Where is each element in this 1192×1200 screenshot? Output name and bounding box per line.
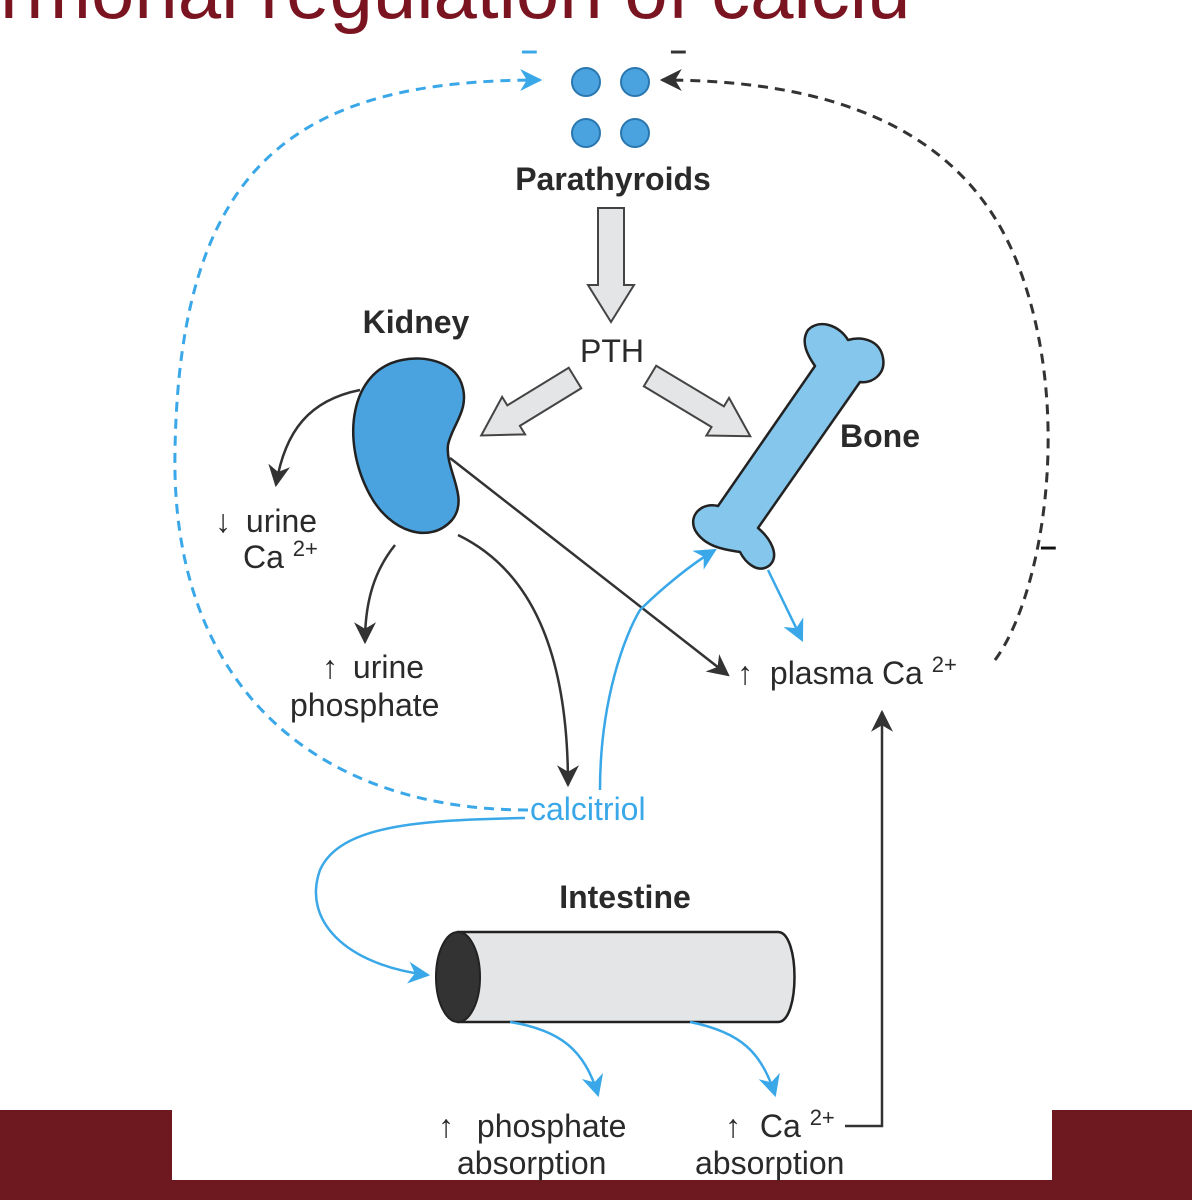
bone-label: Bone (840, 418, 920, 454)
parathyroids-label: Parathyroids (515, 161, 711, 197)
urine-phosphate-label: ↑ urine (322, 649, 424, 685)
feedback-right-minus: – (670, 34, 687, 67)
parathyroid-to-pth-arrow (586, 207, 636, 324)
pth-to-kidney-arrow (479, 366, 583, 437)
calcium-absorption-line1: ↑ Ca 2+ (725, 1105, 835, 1144)
urine-calcium-sup: 2+ (293, 536, 318, 561)
plasma-calcium-feedback-dashed-line (659, 69, 1050, 661)
phosphate-absorption-line1: ↑ phosphate (438, 1108, 626, 1144)
kidney-to-calcitriol-arrow (457, 533, 579, 788)
calcium-absorption-to-plasma-arrow (845, 709, 893, 1128)
urine-phosphate-arrow: ↑ (322, 649, 338, 685)
urine-calcium-arrow: ↓ (215, 503, 231, 539)
urine-phosphate-line1: urine (353, 649, 424, 685)
calcitriol-to-bone-arrow (598, 548, 717, 791)
plasma-calcium-text: plasma Ca (770, 655, 923, 691)
phosphate-absorption-arrow: ↑ (438, 1108, 454, 1144)
intestine-to-calcium-absorption-arrow (689, 1020, 780, 1098)
plasma-calcium-arrow: ↑ (737, 655, 753, 691)
plasma-calcium-sup: 2+ (932, 652, 957, 677)
pth-to-bone-arrow (642, 364, 752, 438)
calcium-absorption-base: Ca (760, 1108, 801, 1144)
phosphate-absorption-line2: absorption (457, 1145, 606, 1181)
urine-calcium-base: Ca (243, 539, 284, 575)
feedback-side-minus: – (1040, 530, 1057, 563)
calcium-absorption-sup: 2+ (810, 1105, 835, 1130)
intestine-label: Intestine (559, 879, 691, 915)
feedback-left-minus: – (521, 34, 538, 67)
bone-to-plasma-calcium-arrow (766, 569, 804, 642)
page-title: rmonal regulation of calciu (0, 0, 910, 35)
plasma-calcium-label: ↑ plasma Ca 2+ (737, 652, 957, 691)
kidney-to-plasma-calcium-arrow (449, 457, 730, 677)
calcium-absorption-arrow: ↑ (725, 1108, 741, 1144)
calcitriol-to-intestine-arrow (314, 816, 526, 984)
bone-icon (692, 322, 885, 570)
kidney-to-urine-phosphate-arrow (354, 544, 396, 645)
pth-label: PTH (580, 333, 644, 369)
intestine-to-phosphate-absorption-arrow (509, 1020, 604, 1098)
kidney-to-urine-calcium-arrow (268, 388, 361, 488)
kidney-icon (352, 357, 466, 535)
footer-bar (0, 1110, 1192, 1200)
phosphate-absorption-text: phosphate (477, 1108, 626, 1144)
calcitriol-label: calcitriol (530, 791, 646, 827)
urine-calcium-line1: urine (246, 503, 317, 539)
intestine-tube-icon (435, 930, 796, 1024)
urine-calcium-line2: Ca 2+ (243, 536, 318, 575)
parathyroid-glands-icon (571, 67, 650, 148)
kidney-label: Kidney (363, 304, 470, 340)
urine-calcium-label: ↓ urine (215, 503, 317, 539)
urine-phosphate-line2: phosphate (290, 687, 439, 723)
calcium-absorption-line2: absorption (695, 1145, 844, 1181)
